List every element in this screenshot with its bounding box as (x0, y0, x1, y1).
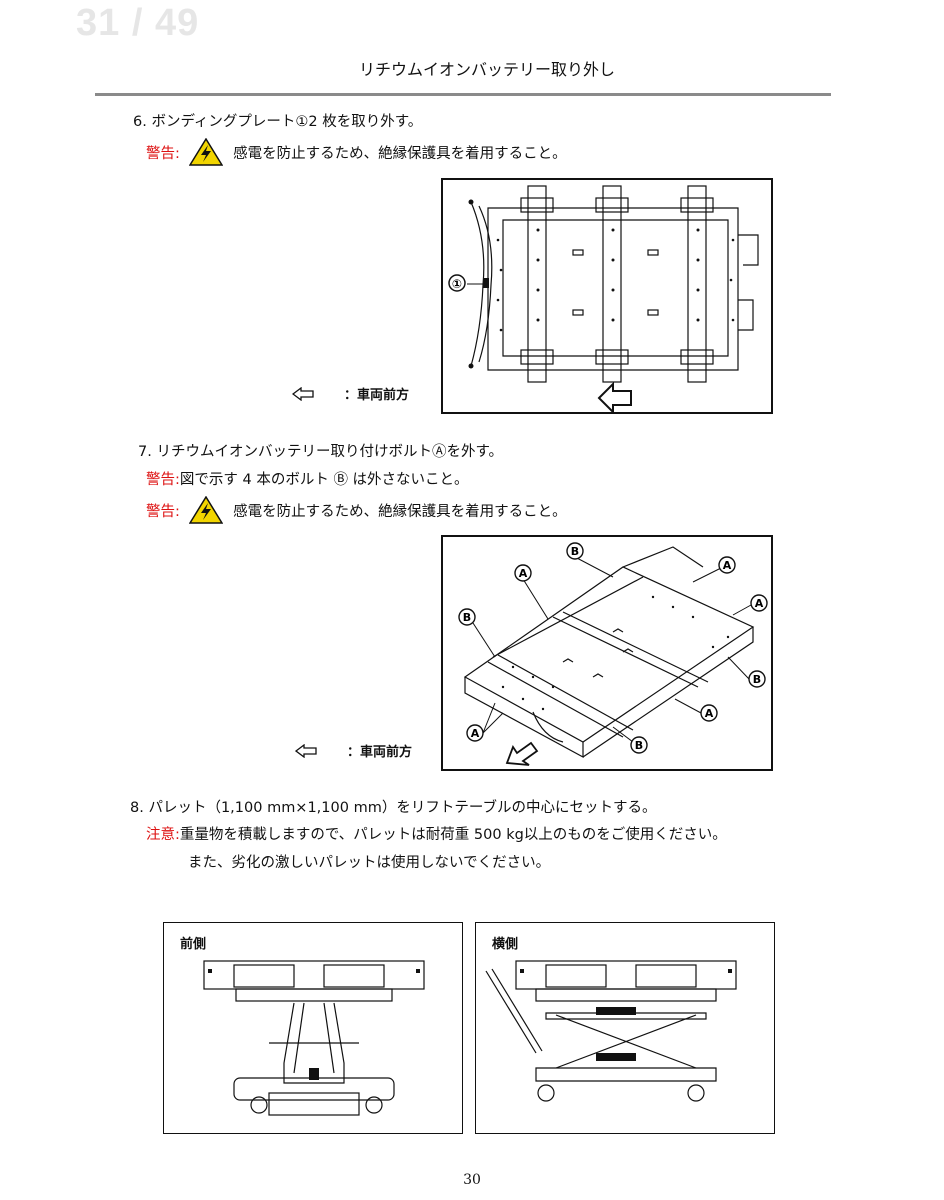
electric-hazard-icon (188, 137, 223, 170)
header-divider (95, 93, 831, 96)
step6-warning: 警告: 感電を防止するため、絶縁保護具を着用すること。 (146, 137, 567, 170)
caution-text: 重量物を積載しますので、パレットは耐荷重 500 kg以上のものをご使用ください… (179, 827, 727, 843)
battery-perspective-drawing: B A B A A B A B A (458, 542, 768, 766)
callout-1: ① (452, 277, 462, 291)
warning-text: 感電を防止するため、絶縁保護具を着用すること。 (233, 504, 567, 520)
front-view-label: 前側 (180, 937, 207, 952)
callout-a: A (519, 567, 528, 580)
figure-lift-side: 横側 (475, 922, 775, 1134)
warning-text: 図で示す 4 本のボルト Ⓑ は外さないこと。 (179, 472, 469, 488)
figure-mounting-bolts: B A B A A B A B A (441, 535, 773, 771)
battery-top-view-drawing: ① (448, 185, 759, 414)
warning-label: 警告 (146, 504, 175, 520)
step7-legend: ：車両前方 (294, 741, 413, 762)
legend-text: ：車両前方 (344, 388, 410, 403)
warning-label: 警告 (146, 146, 175, 162)
callout-a: A (705, 707, 714, 720)
step8-text: 8. パレット（1,100 mm×1,100 mm）をリフトテーブルの中心にセッ… (130, 800, 657, 816)
page-title: リチウムイオンバッテリー取り外し (358, 60, 615, 79)
callout-a: A (723, 559, 732, 572)
callout-a: A (755, 597, 764, 610)
step6-legend: ：車両前方 (291, 384, 410, 405)
step7-warning2: 警告: 感電を防止するため、絶縁保護具を着用すること。 (146, 495, 567, 528)
legend-text: ：車両前方 (347, 745, 413, 760)
electric-hazard-icon (188, 495, 223, 528)
side-view-label: 横側 (492, 937, 519, 952)
figure-lift-front: 前側 (163, 922, 463, 1134)
page-counter: 31 / 49 (76, 2, 200, 44)
caution-label: 注意 (146, 827, 175, 843)
page-number: 30 (463, 1172, 481, 1188)
step7-warning1: 警告:図で示す 4 本のボルト Ⓑ は外さないこと。 (146, 472, 469, 488)
step6-text: 6. ボンディングプレート①2 枚を取り外す。 (133, 114, 423, 130)
left-arrow-icon (291, 386, 314, 405)
lift-table-front-drawing (203, 960, 425, 1116)
step8-caution-line2: また、劣化の激しいパレットは使用しないでください。 (188, 855, 551, 871)
callout-b: B (753, 673, 761, 686)
figure-bonding-plate: ① (441, 178, 773, 414)
lift-table-side-drawing (485, 960, 737, 1102)
callout-b: B (463, 611, 471, 624)
callout-b: B (635, 739, 643, 752)
left-arrow-icon (294, 743, 317, 762)
warning-text: 感電を防止するため、絶縁保護具を着用すること。 (233, 146, 567, 162)
warning-label: 警告 (146, 472, 175, 488)
callout-b: B (571, 545, 579, 558)
step7-text: 7. リチウムイオンバッテリー取り付けボルトⒶを外す。 (138, 444, 503, 460)
callout-a: A (471, 727, 480, 740)
step8-caution: 注意:重量物を積載しますので、パレットは耐荷重 500 kg以上のものをご使用く… (146, 827, 727, 843)
